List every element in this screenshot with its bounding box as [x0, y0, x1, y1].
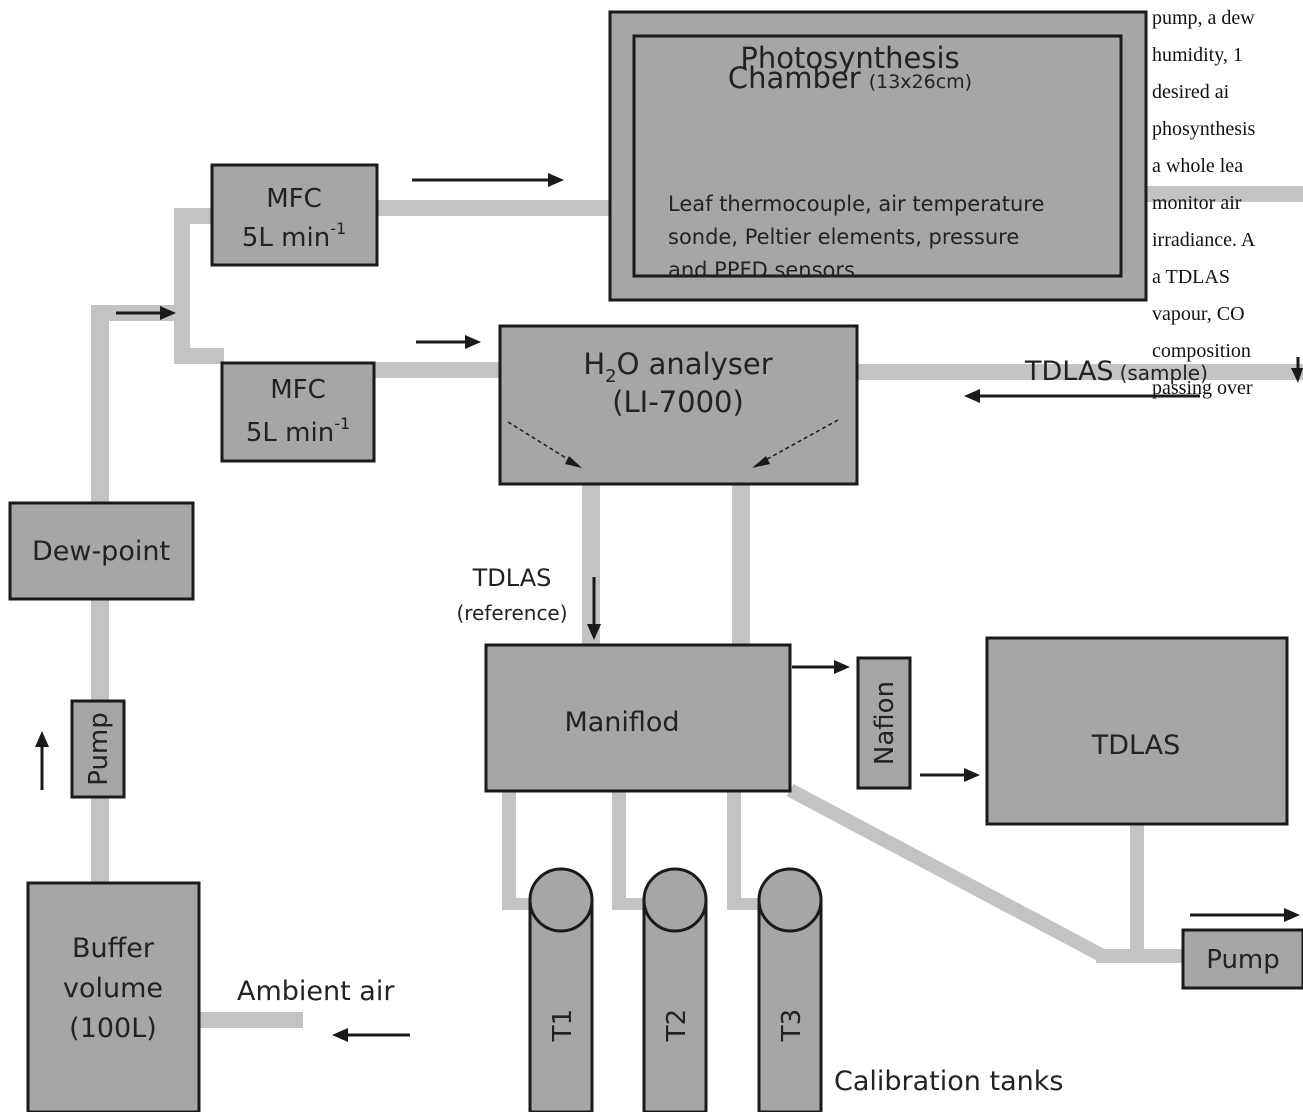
arrow-ambient-in: [332, 1028, 410, 1042]
mfc-bottom-title: MFC: [270, 375, 326, 405]
nafion-box: [856, 656, 912, 790]
pump-right-box: [1181, 928, 1303, 990]
tdlas-box-label: TDLAS: [1091, 730, 1181, 761]
side-text-line: a whole lea: [1152, 155, 1244, 177]
tdlas-box: [985, 636, 1289, 826]
pipe-branch-vertical: [174, 208, 190, 364]
pump-left-label: Pump: [84, 712, 114, 786]
arrow-dashed-right: [752, 419, 839, 468]
arrow-tdlas-reference: [587, 577, 601, 640]
nafion-label: Nafion: [870, 681, 900, 765]
arrow-to-nafion: [792, 660, 850, 674]
pipe-tank1-horizontal: [502, 898, 534, 910]
pipe-to-mfc-bottom: [174, 348, 224, 364]
arrow-pump-up: [35, 731, 49, 790]
pump-right-label: Pump: [1206, 945, 1280, 975]
side-text-line: desired ai: [1152, 81, 1230, 103]
arrow-junction-right: [116, 306, 176, 320]
tdlas-sample-qual: (sample): [1120, 361, 1208, 385]
h2o-analyser-box: [498, 324, 859, 486]
pipe-ambient-inlet: [198, 1012, 303, 1028]
h2o-analyser-title: H2O analyser: [583, 347, 772, 387]
arrow-mfc-to-chamber: [412, 173, 564, 187]
h2o-rest: O analyser: [617, 347, 773, 381]
chamber-inner-box: [632, 34, 1123, 278]
side-text-line: a TDLAS: [1152, 266, 1230, 288]
tdlas-reference-label: TDLAS: [472, 564, 552, 592]
buffer-line3: (100L): [69, 1013, 157, 1044]
calibration-tank-3: [757, 867, 823, 1112]
tank-2-label: T2: [662, 1009, 692, 1042]
h2o-analyser-model: (LI-7000): [612, 385, 744, 419]
tank-3-label: T3: [777, 1009, 807, 1042]
side-text-line: composition: [1152, 340, 1251, 362]
pipe-mfc-to-chamber: [374, 200, 614, 216]
mfc-bottom-rate: 5L min-1: [246, 414, 350, 448]
dewpoint-box: [8, 501, 195, 601]
side-text-line: phosynthesis: [1152, 118, 1256, 140]
pump-left-box: [70, 699, 126, 799]
side-text-line: monitor air: [1152, 192, 1242, 214]
h2o-subscript: 2: [605, 366, 616, 387]
pipe-chamber-outlet: [1145, 186, 1303, 202]
side-text-line: humidity, 1: [1152, 44, 1243, 66]
buffer-line1: Buffer: [72, 933, 155, 964]
side-text-line: pump, a dew: [1152, 7, 1255, 29]
arrow-mfc-to-analyser: [416, 335, 481, 349]
side-text-line: vapour, CO: [1152, 303, 1245, 325]
h2o-h: H: [583, 347, 605, 381]
tank-1-label: T1: [548, 1009, 578, 1042]
chamber-subtitle: Chamber (13x26cm): [728, 61, 972, 95]
pipe-tank3-vertical: [727, 790, 741, 910]
pipe-tank2-vertical: [612, 790, 626, 910]
chamber-desc-line3: and PPFD sensors: [668, 258, 855, 282]
side-paragraph-fragment: pump, a dew humidity, 1 desired ai phosy…: [1152, 0, 1303, 407]
dewpoint-label: Dew-point: [32, 536, 170, 567]
manifold-label: Maniflod: [564, 707, 679, 738]
side-text-line: irradiance. A: [1152, 229, 1256, 251]
ambient-air-label: Ambient air: [237, 976, 395, 1007]
tdlas-sample-label: TDLAS(sample): [1024, 356, 1208, 387]
pipe-ref-to-manifold: [582, 482, 600, 647]
tdlas-reference-qual: (reference): [456, 601, 567, 625]
side-text-line: passing over: [1152, 377, 1253, 399]
pipe-tank3-horizontal: [727, 898, 763, 910]
manifold-box: [484, 643, 792, 793]
mfc-top-rate-exponent: -1: [330, 219, 346, 238]
calibration-tank-2: [642, 867, 708, 1112]
buffer-line2: volume: [63, 973, 163, 1004]
arrow-to-tdlas: [920, 768, 980, 782]
pipe-mfc-to-analyser: [374, 362, 504, 378]
calibration-tank-1: [528, 867, 594, 1112]
pipe-tdlas-to-pump: [1130, 823, 1144, 956]
arrow-tdlas-sample: [964, 389, 1200, 403]
pipes: [91, 186, 1303, 1028]
pipe-pump-to-buffer: [91, 795, 109, 885]
chamber-desc-line2: sonde, Peltier elements, pressure: [668, 225, 1019, 249]
chamber-desc-line1: Leaf thermocouple, air temperature: [668, 192, 1044, 216]
mfc-top-rate-value: 5L min: [242, 223, 330, 253]
mfc-bottom-rate-exponent: -1: [334, 414, 350, 433]
pipe-tank2-horizontal: [612, 898, 648, 910]
mfc-bottom-box: [220, 361, 376, 463]
pipe-sample-return: [852, 364, 1303, 380]
arrow-dashed-left: [507, 421, 582, 468]
mfc-bottom-rate-value: 5L min: [246, 418, 334, 448]
tdlas-sample-word: TDLAS: [1024, 356, 1114, 387]
mfc-top-box: [210, 163, 379, 267]
pipe-analyser-to-manifold: [732, 482, 750, 647]
buffer-box: [26, 881, 201, 1112]
chamber-size: (13x26cm): [869, 71, 972, 93]
mfc-top-rate: 5L min-1: [242, 219, 346, 253]
mfc-top-title: MFC: [266, 184, 322, 214]
arrow-exhaust-out: [1190, 908, 1300, 922]
pipe-manifold-diagonal: [786, 783, 1107, 963]
pipe-tank1-vertical: [502, 790, 516, 910]
pipe-to-mfc-top: [174, 208, 214, 224]
chamber-subtitle-word: Chamber: [728, 61, 861, 95]
arrow-side-tick: [1291, 357, 1303, 383]
chamber-title: Photosynthesis: [740, 41, 959, 75]
calibration-tanks-label: Calibration tanks: [834, 1066, 1063, 1097]
